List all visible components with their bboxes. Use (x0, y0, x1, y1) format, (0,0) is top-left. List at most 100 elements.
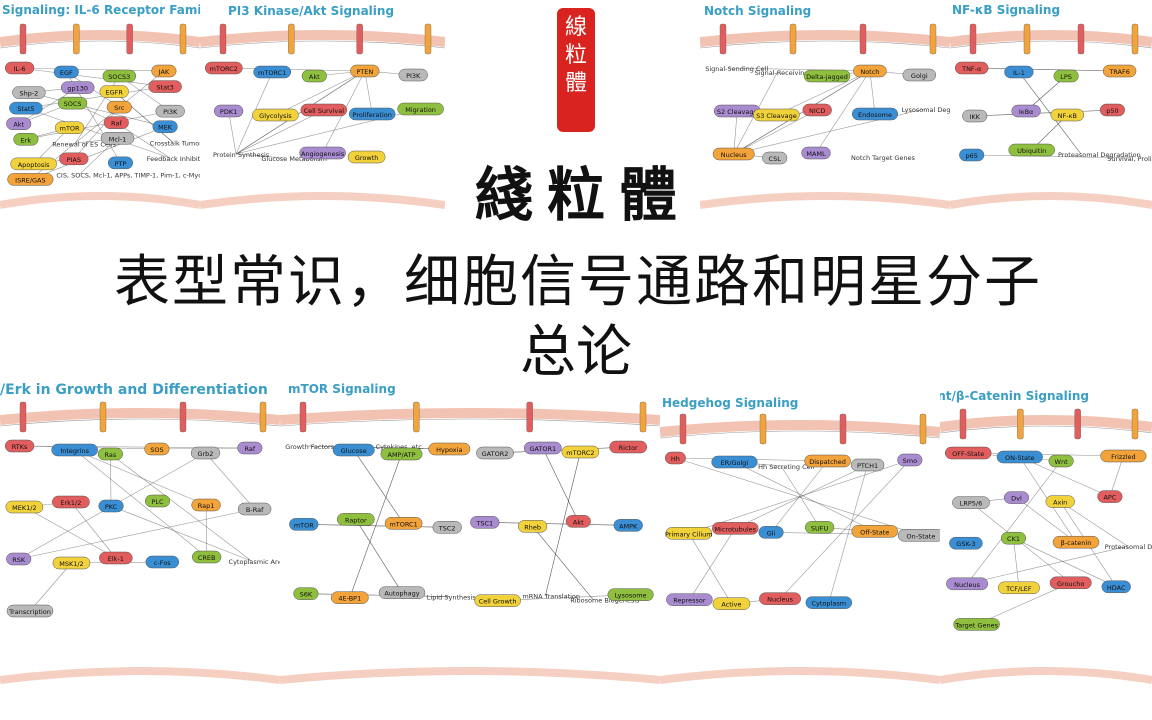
pathway-arrow (353, 449, 404, 524)
pathway-node-label: Transcription (8, 608, 51, 616)
cell-membrane (700, 30, 950, 47)
pathway-arrow (735, 464, 868, 529)
pathway-node-label: CSL (769, 155, 782, 163)
pathway-node-label: PKC (105, 503, 118, 511)
pathway-arrow (25, 110, 171, 140)
pathway-node: p65 (959, 148, 985, 162)
pathway-node-label: PLC (151, 498, 164, 506)
red-seal-logo: 線粒體 (557, 8, 595, 132)
pathway-node: β-catenin (1052, 535, 1100, 549)
pathway-node: Off-State (851, 525, 898, 538)
pathway-node-label: Target Genes (954, 621, 998, 629)
pathway-node-label: MEK (158, 124, 173, 132)
cell-membrane (280, 408, 660, 425)
receptor (19, 401, 27, 433)
pathway-node: CSL (762, 151, 788, 165)
pi3k-panel-title: PI3 Kinase/Akt Signaling (228, 4, 395, 18)
pathway-node: Target Genes (953, 618, 1000, 631)
pathway-node-label: Raptor (345, 516, 367, 524)
pathway-node: PLC (144, 494, 171, 508)
pathway-node: 4E-BP1 (330, 591, 369, 604)
pathway-node-label: p50 (1106, 107, 1118, 115)
pathway-node-label: PI3K (406, 72, 421, 80)
pathway-node: Akt (565, 515, 591, 528)
pathway-node: Integrins (51, 443, 98, 457)
pathway-node-label: HDAC (1107, 584, 1126, 592)
pathway-node-label: PI3K (163, 108, 178, 116)
pathway-node-label: Notch (860, 68, 879, 76)
pathway-node-label: RSK (12, 556, 26, 564)
pathway-node: Erk1/2 (52, 495, 90, 509)
receptor (1131, 408, 1139, 440)
pathway-node: IL-1 (1004, 65, 1034, 79)
pathway-node: On-State (897, 529, 940, 542)
pathway-node: p50 (1099, 103, 1125, 117)
pathway-node-label: Dvl (1011, 495, 1022, 503)
pathway-arrow (815, 70, 871, 154)
pathway-node: Cytoplasm (805, 596, 853, 609)
pathway-node: ER/Golgi (711, 455, 758, 469)
pathway-node: Autophagy (378, 586, 426, 599)
pathway-node: Ubiquitin (1008, 143, 1055, 157)
pathway-node: Primary Cilium (665, 527, 713, 540)
pathway-node-label: mTOR (294, 521, 314, 529)
cell-membrane (0, 408, 280, 425)
pathway-node: PI3K (155, 104, 185, 118)
pathway-arrow (205, 452, 255, 510)
pathway-node: Proteasomal Degradation (1105, 543, 1152, 551)
pathway-node: Golgi (902, 68, 937, 82)
pathway-node: Ribosome Biogenesis (570, 597, 640, 605)
pathway-node-label: Notch Target Genes (851, 154, 915, 162)
pathway-arrow (1019, 456, 1111, 497)
receptor (73, 23, 80, 55)
pathway-node-label: Glycolysis (259, 112, 292, 120)
pathway-node: IKK (962, 109, 988, 123)
pathway-node-label: AMP/ATP (388, 451, 416, 459)
pathway-node-label: Survival, Proliferation, Inflammation, I… (1107, 155, 1152, 163)
pathway-node: PI3K (398, 68, 428, 82)
pathway-node-label: Cytoplasmic Anchoring (229, 558, 280, 566)
pathway-arrow (275, 70, 365, 116)
pathway-node: GATOR1 (523, 441, 562, 455)
pathway-node: GSK-3 (949, 536, 983, 550)
pathway-node-label: APC (1103, 494, 1116, 502)
pathway-node: Stat5 (9, 101, 43, 115)
pathway-node-label: Smo (903, 457, 917, 465)
receptor (179, 23, 187, 55)
pathway-arrow (733, 110, 738, 155)
pathway-node-label: RTKs (12, 443, 28, 451)
pathway-node-label: Endosome (858, 111, 892, 119)
pathway-node-label: On-State (907, 532, 936, 540)
pathway-node-label: Hh Secreting Cell (758, 463, 814, 471)
pathway-node: Hh (664, 451, 686, 465)
pathway-node-label: mTORC1 (258, 69, 286, 77)
pathway-arrow (110, 453, 112, 507)
pathway-node-label: Active (721, 601, 741, 609)
pathway-node-label: Cytoplasm (812, 600, 847, 608)
pathway-node-label: Golgi (911, 72, 928, 80)
pathway-node: Lysosomal Degradation (902, 106, 950, 114)
pathway-node-label: TSC1 (475, 519, 493, 527)
pathway-arrow (116, 122, 170, 159)
pathway-node: S3 Cleavage (753, 108, 800, 122)
pathway-node-label: IKK (969, 113, 980, 121)
pathway-node: CK1 (1000, 531, 1027, 545)
pathway-node: Signal-Sending Cell (705, 65, 768, 73)
pathway-arrow (733, 109, 818, 155)
receptor (1023, 23, 1031, 55)
pathway-node: APC (1097, 490, 1123, 503)
pathway-node-label: Nucleus (767, 596, 793, 604)
receptor (639, 401, 647, 433)
pathway-node-label: Glucose (341, 447, 367, 455)
pathway-node: mTORC1 (253, 65, 292, 79)
pathway-arrow (19, 67, 166, 87)
pathway-node: CIS, SOCS, Mcl-1, APPs, TIMP-1, Pim-1, c… (56, 171, 200, 179)
pathway-node: PTEN (350, 64, 380, 78)
pathway-node: Shp-2 (12, 86, 46, 99)
pathway-node: ON-State (996, 450, 1043, 464)
pathway-node: Lipid Synthesis (427, 594, 477, 602)
pathway-node: SUFU (804, 521, 835, 534)
